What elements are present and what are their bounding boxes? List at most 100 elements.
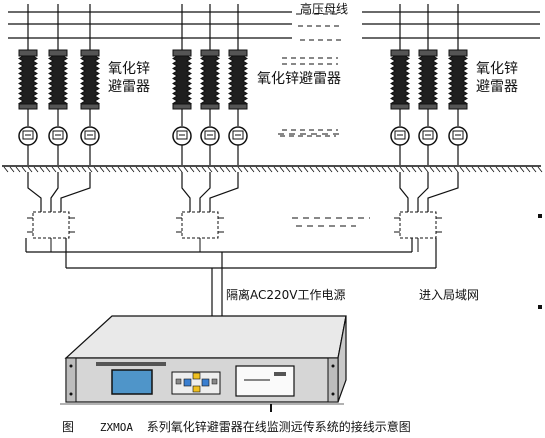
junction-box [181, 211, 219, 239]
ground-hatch [369, 166, 375, 173]
signal-wire [50, 172, 59, 212]
network-label: 进入局域网 [419, 288, 480, 302]
ground-hatch [153, 166, 159, 173]
ground-hatch [249, 166, 255, 173]
arrester-base [228, 103, 248, 110]
ground-hatch [465, 166, 471, 173]
ground-hatch [93, 166, 99, 173]
printer-indicator [274, 372, 286, 376]
junction-boxes [27, 172, 542, 252]
arrester-cap [80, 49, 100, 57]
rack-screw [331, 364, 335, 368]
busbar-label: 高压母线 [300, 2, 349, 16]
arrester-cap [228, 49, 248, 57]
ground-hatch [363, 166, 369, 173]
ground-hatch [291, 166, 297, 173]
arrester-cap [448, 49, 468, 57]
ground-hatch [111, 166, 117, 173]
arrester-body [80, 55, 100, 107]
arrester-body [200, 55, 220, 107]
arrester-label-group3: 氧化锌 避雷器 [476, 60, 518, 96]
rack-screw [331, 392, 335, 396]
ground-hatch [507, 166, 513, 173]
arrester-label-line1: 氧化锌 [108, 61, 150, 77]
signal-wire [181, 172, 191, 212]
arrester-cap [200, 49, 220, 57]
caption-text: 系列氧化锌避雷器在线监测远传系统的接线示意图 [146, 420, 411, 434]
ground-hatch [309, 166, 315, 173]
ground-hatch [435, 166, 441, 173]
ground-hatch [255, 166, 261, 173]
ground-hatch [51, 166, 57, 173]
arrester-body [172, 55, 192, 107]
ground-hatch [243, 166, 249, 173]
ground-hatch [63, 166, 69, 173]
ground-hatch [279, 166, 285, 173]
arrester-label-group1: 氧化锌 避雷器 [108, 60, 150, 96]
ground-hatch [39, 166, 45, 173]
ground-hatch [327, 166, 333, 173]
key-function [175, 378, 182, 385]
ground-hatch [33, 166, 39, 173]
key-right [201, 378, 210, 387]
ground-hatch [171, 166, 177, 173]
ground-hatch [201, 166, 207, 173]
arrester-label-line2: 避雷器 [476, 79, 518, 95]
ground-hatch [297, 166, 303, 173]
edge-marker [538, 214, 542, 218]
ground-hatch [135, 166, 141, 173]
arrester-phase [200, 4, 220, 165]
ground-hatch [105, 166, 111, 173]
printer-panel [235, 365, 295, 397]
monitoring-device [60, 315, 347, 412]
signal-wire [60, 172, 91, 212]
power-supply-label: 隔离AC220V工作电源 [226, 288, 346, 302]
ground-hatch [147, 166, 153, 173]
keypad-panel [171, 371, 221, 395]
ground-hatch [501, 166, 507, 173]
busbar-lines [8, 11, 540, 41]
ground-hatch [513, 166, 519, 173]
arrester-phase [448, 4, 468, 165]
ground-hatch [339, 166, 345, 173]
ground-hatch [57, 166, 63, 173]
arrester-body [390, 55, 410, 107]
ground-hatch [393, 166, 399, 173]
arrester-base [172, 103, 192, 110]
arrester-body [448, 55, 468, 107]
ground-hatch [453, 166, 459, 173]
ground-hatch [117, 166, 123, 173]
ground-hatch [213, 166, 219, 173]
ground-hatch [225, 166, 231, 173]
rack-screw [69, 364, 73, 368]
ground-hatch [165, 166, 171, 173]
ground-hatch [405, 166, 411, 173]
ground-hatch [315, 166, 321, 173]
arrester-phase [48, 4, 68, 165]
ground-hatch [231, 166, 237, 173]
ground-hatch [75, 166, 81, 173]
ground-hatch [375, 166, 381, 173]
ground-hatch [441, 166, 447, 173]
ground-hatch [357, 166, 363, 173]
ground-hatch [531, 166, 537, 173]
ground-hatch [183, 166, 189, 173]
device-top [64, 315, 347, 359]
arrester-base [18, 103, 38, 110]
signal-wire [199, 172, 211, 212]
arrester-phases [18, 4, 468, 165]
ground-hatch [123, 166, 129, 173]
arrester-phase [18, 4, 38, 165]
ground-hatch [69, 166, 75, 173]
bottom-wiring [25, 238, 542, 318]
ground-hatch [351, 166, 357, 173]
ground-hatch [9, 166, 15, 173]
ground-hatch [423, 166, 429, 173]
ground-hatch [399, 166, 405, 173]
rack-screw [69, 392, 73, 396]
ground-hatch [387, 166, 393, 173]
arrester-phase [172, 4, 192, 165]
arrester-phase [80, 4, 100, 165]
key-down [192, 385, 201, 393]
arrester-label-line1: 氧化锌 [476, 61, 518, 77]
